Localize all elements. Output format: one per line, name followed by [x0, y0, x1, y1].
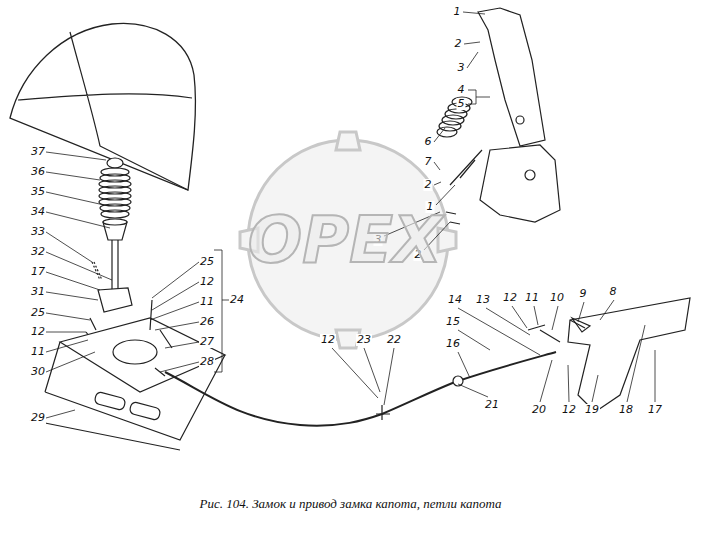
callout-number: 12: [320, 334, 336, 346]
callout-number: 35: [30, 186, 46, 198]
callout-number: 7: [424, 156, 433, 168]
callout-number: 10: [549, 292, 565, 304]
watermark: OPEX: [248, 205, 442, 275]
callout-number: 11: [524, 292, 540, 304]
callout-number: 24: [229, 294, 245, 306]
callout-number: 29: [30, 412, 46, 424]
callout-number: 2: [424, 179, 433, 191]
callout-number: 12: [502, 292, 518, 304]
callout-number: 2: [454, 38, 463, 50]
callout-number: 33: [30, 226, 46, 238]
callout-number: 20: [531, 404, 547, 416]
callout-number: 8: [609, 286, 618, 298]
callout-number: 14: [447, 294, 463, 306]
callout-number: 25: [199, 256, 215, 268]
callout-number: 12: [30, 326, 46, 338]
callout-number: 31: [30, 286, 46, 298]
callout-number: 17: [30, 266, 46, 278]
callout-number: 17: [647, 404, 663, 416]
callout-number: 4: [457, 84, 466, 96]
callout-number: 15: [445, 316, 461, 328]
callout-number: 32: [30, 246, 46, 258]
callout-number: 28: [199, 356, 215, 368]
callout-number: 16: [445, 338, 461, 350]
callout-number: 6: [424, 136, 433, 148]
callout-number: 37: [30, 146, 46, 158]
callout-number: 18: [618, 404, 634, 416]
callout-number: 9: [579, 288, 588, 300]
callout-number: 19: [584, 404, 600, 416]
callout-number: 1: [453, 6, 462, 18]
callout-number: 11: [30, 346, 46, 358]
callout-number: 12: [561, 404, 577, 416]
callout-number: 13: [475, 294, 491, 306]
figure-caption: Рис. 104. Замок и привод замка капота, п…: [0, 496, 701, 512]
callout-number: 23: [356, 334, 372, 346]
callout-number: 36: [30, 166, 46, 178]
callout-number: 34: [30, 206, 46, 218]
callout-number: 22: [386, 334, 402, 346]
callout-number: 11: [199, 296, 215, 308]
callout-number: 3: [457, 62, 466, 74]
callout-number: 5: [457, 98, 466, 110]
callout-number: 30: [30, 366, 46, 378]
callout-number: 26: [199, 316, 215, 328]
callout-number: 25: [30, 307, 46, 319]
callout-number: 12: [199, 276, 215, 288]
callout-number: 21: [484, 399, 500, 411]
callout-number: 27: [199, 336, 215, 348]
